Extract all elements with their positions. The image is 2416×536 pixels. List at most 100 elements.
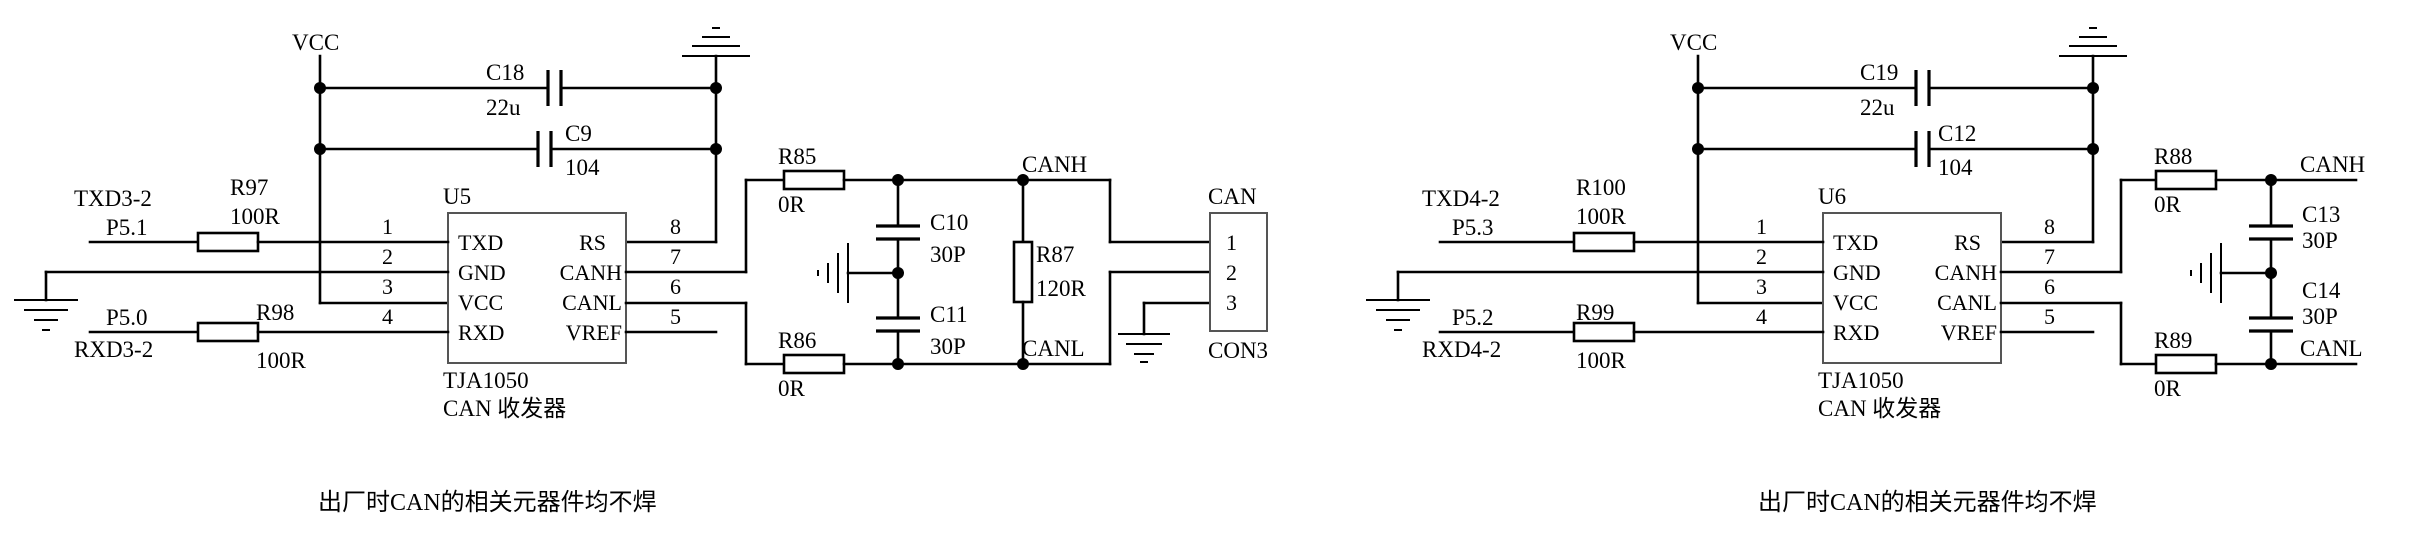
connector-ref: CON3 [1208, 338, 1268, 363]
u6-part: TJA1050 [1818, 368, 1904, 393]
r89-ref: R89 [2154, 328, 2192, 353]
ground-symbol-top [682, 27, 750, 57]
u5-desc: CAN 收发器 [443, 396, 566, 421]
resistor-r89 [2154, 353, 2218, 375]
note-text: 出厂时CAN的相关元器件均不焊 [318, 489, 657, 516]
canh-net-label: CANH [2300, 152, 2365, 177]
pin-number: 8 [2044, 214, 2055, 239]
pin-number: 6 [670, 274, 681, 299]
rxd-port-label: P5.2 [1452, 305, 1494, 330]
pin-name: VCC [1833, 290, 1878, 315]
junction [1692, 143, 1704, 155]
txd-port-label: P5.3 [1452, 215, 1494, 240]
pin-name: CANH [560, 260, 622, 285]
pin-number: 3 [382, 274, 393, 299]
pin-name: GND [1833, 260, 1881, 285]
r100-ref: R100 [1576, 175, 1626, 200]
c13-value: 30P [2302, 228, 2338, 253]
resistor-r98 [196, 321, 260, 343]
c19-ref: C19 [1860, 60, 1898, 85]
junction [1692, 82, 1704, 94]
c18-ref: C18 [486, 60, 524, 85]
r98-ref: R98 [256, 300, 294, 325]
chip-u5 [447, 212, 627, 364]
resistor-r85 [782, 169, 846, 191]
resistor-r88 [2154, 169, 2218, 191]
junction [892, 267, 904, 279]
resistor-r87 [1012, 240, 1034, 304]
pin-number: 5 [670, 304, 681, 329]
c12-value: 104 [1938, 155, 1973, 180]
resistor-r97 [196, 231, 260, 253]
canl-net-label: CANL [1022, 336, 1085, 361]
r86-value: 0R [778, 376, 806, 401]
r98-value: 100R [256, 348, 307, 373]
pin-name: RS [1954, 230, 1981, 255]
junction [314, 143, 326, 155]
txd-net-label: TXD4-2 [1422, 186, 1500, 211]
ground-symbol-top [2059, 27, 2127, 57]
r100-value: 100R [1576, 204, 1627, 229]
pin-number: 4 [382, 304, 393, 329]
pin-number: 8 [670, 214, 681, 239]
r87-value: 120R [1036, 276, 1087, 301]
pin-name: VREF [566, 320, 622, 345]
chip-u6 [1822, 212, 2002, 364]
pin-name: RXD [1833, 320, 1879, 345]
pin-name: TXD [1833, 230, 1878, 255]
pin-name: TXD [458, 230, 503, 255]
connector-pin: 2 [1226, 260, 1237, 285]
pin-name: CANL [562, 290, 622, 315]
r89-value: 0R [2154, 376, 2182, 401]
ground-symbol-mid [2190, 243, 2222, 303]
junction [2265, 358, 2277, 370]
connector-con3 [1209, 212, 1268, 332]
u6-ref: U6 [1818, 184, 1846, 209]
resistor-r86 [782, 353, 846, 375]
rxd-port-label: P5.0 [106, 305, 148, 330]
r88-value: 0R [2154, 192, 2182, 217]
rxd-net-label: RXD4-2 [1422, 337, 1501, 362]
pin-name: CANL [1937, 290, 1997, 315]
r88-ref: R88 [2154, 144, 2192, 169]
junction [2265, 174, 2277, 186]
junction [892, 358, 904, 370]
txd-net-label: TXD3-2 [74, 186, 152, 211]
c9-value: 104 [565, 155, 600, 180]
c14-ref: C14 [2302, 278, 2341, 303]
junction [892, 174, 904, 186]
pin-name: VCC [458, 290, 503, 315]
c18-value: 22u [486, 95, 521, 120]
pin-name: GND [458, 260, 506, 285]
c19-value: 22u [1860, 95, 1895, 120]
u5-ref: U5 [443, 184, 471, 209]
circuit-right: VCC C19 22u C12 104 U6 TJA1050 CAN [1366, 27, 2365, 516]
junction [314, 82, 326, 94]
txd-port-label: P5.1 [106, 215, 148, 240]
pin-number: 5 [2044, 304, 2055, 329]
connector-pin: 3 [1226, 290, 1237, 315]
pin-name: RS [579, 230, 606, 255]
c11-ref: C11 [930, 302, 968, 327]
pin-name: RXD [458, 320, 504, 345]
ground-symbol-mid [817, 243, 849, 303]
r87-ref: R87 [1036, 242, 1074, 267]
pin-number: 2 [1756, 244, 1767, 269]
circuit-left: VCC C18 22u C9 104 U5 TJA1050 [14, 27, 1268, 516]
c14-value: 30P [2302, 304, 2338, 329]
ground-symbol-left [14, 299, 78, 331]
ground-symbol-left [1366, 299, 1430, 331]
r97-value: 100R [230, 204, 281, 229]
c10-ref: C10 [930, 210, 968, 235]
pin-name: VREF [1941, 320, 1997, 345]
resistor-r100 [1572, 231, 1636, 253]
pin-name: CANH [1935, 260, 1997, 285]
connector-pin: 1 [1226, 230, 1237, 255]
pin-number: 7 [670, 244, 681, 269]
r86-ref: R86 [778, 328, 816, 353]
r85-ref: R85 [778, 144, 816, 169]
junction [2265, 267, 2277, 279]
c10-value: 30P [930, 242, 966, 267]
vcc-label: VCC [292, 30, 339, 55]
